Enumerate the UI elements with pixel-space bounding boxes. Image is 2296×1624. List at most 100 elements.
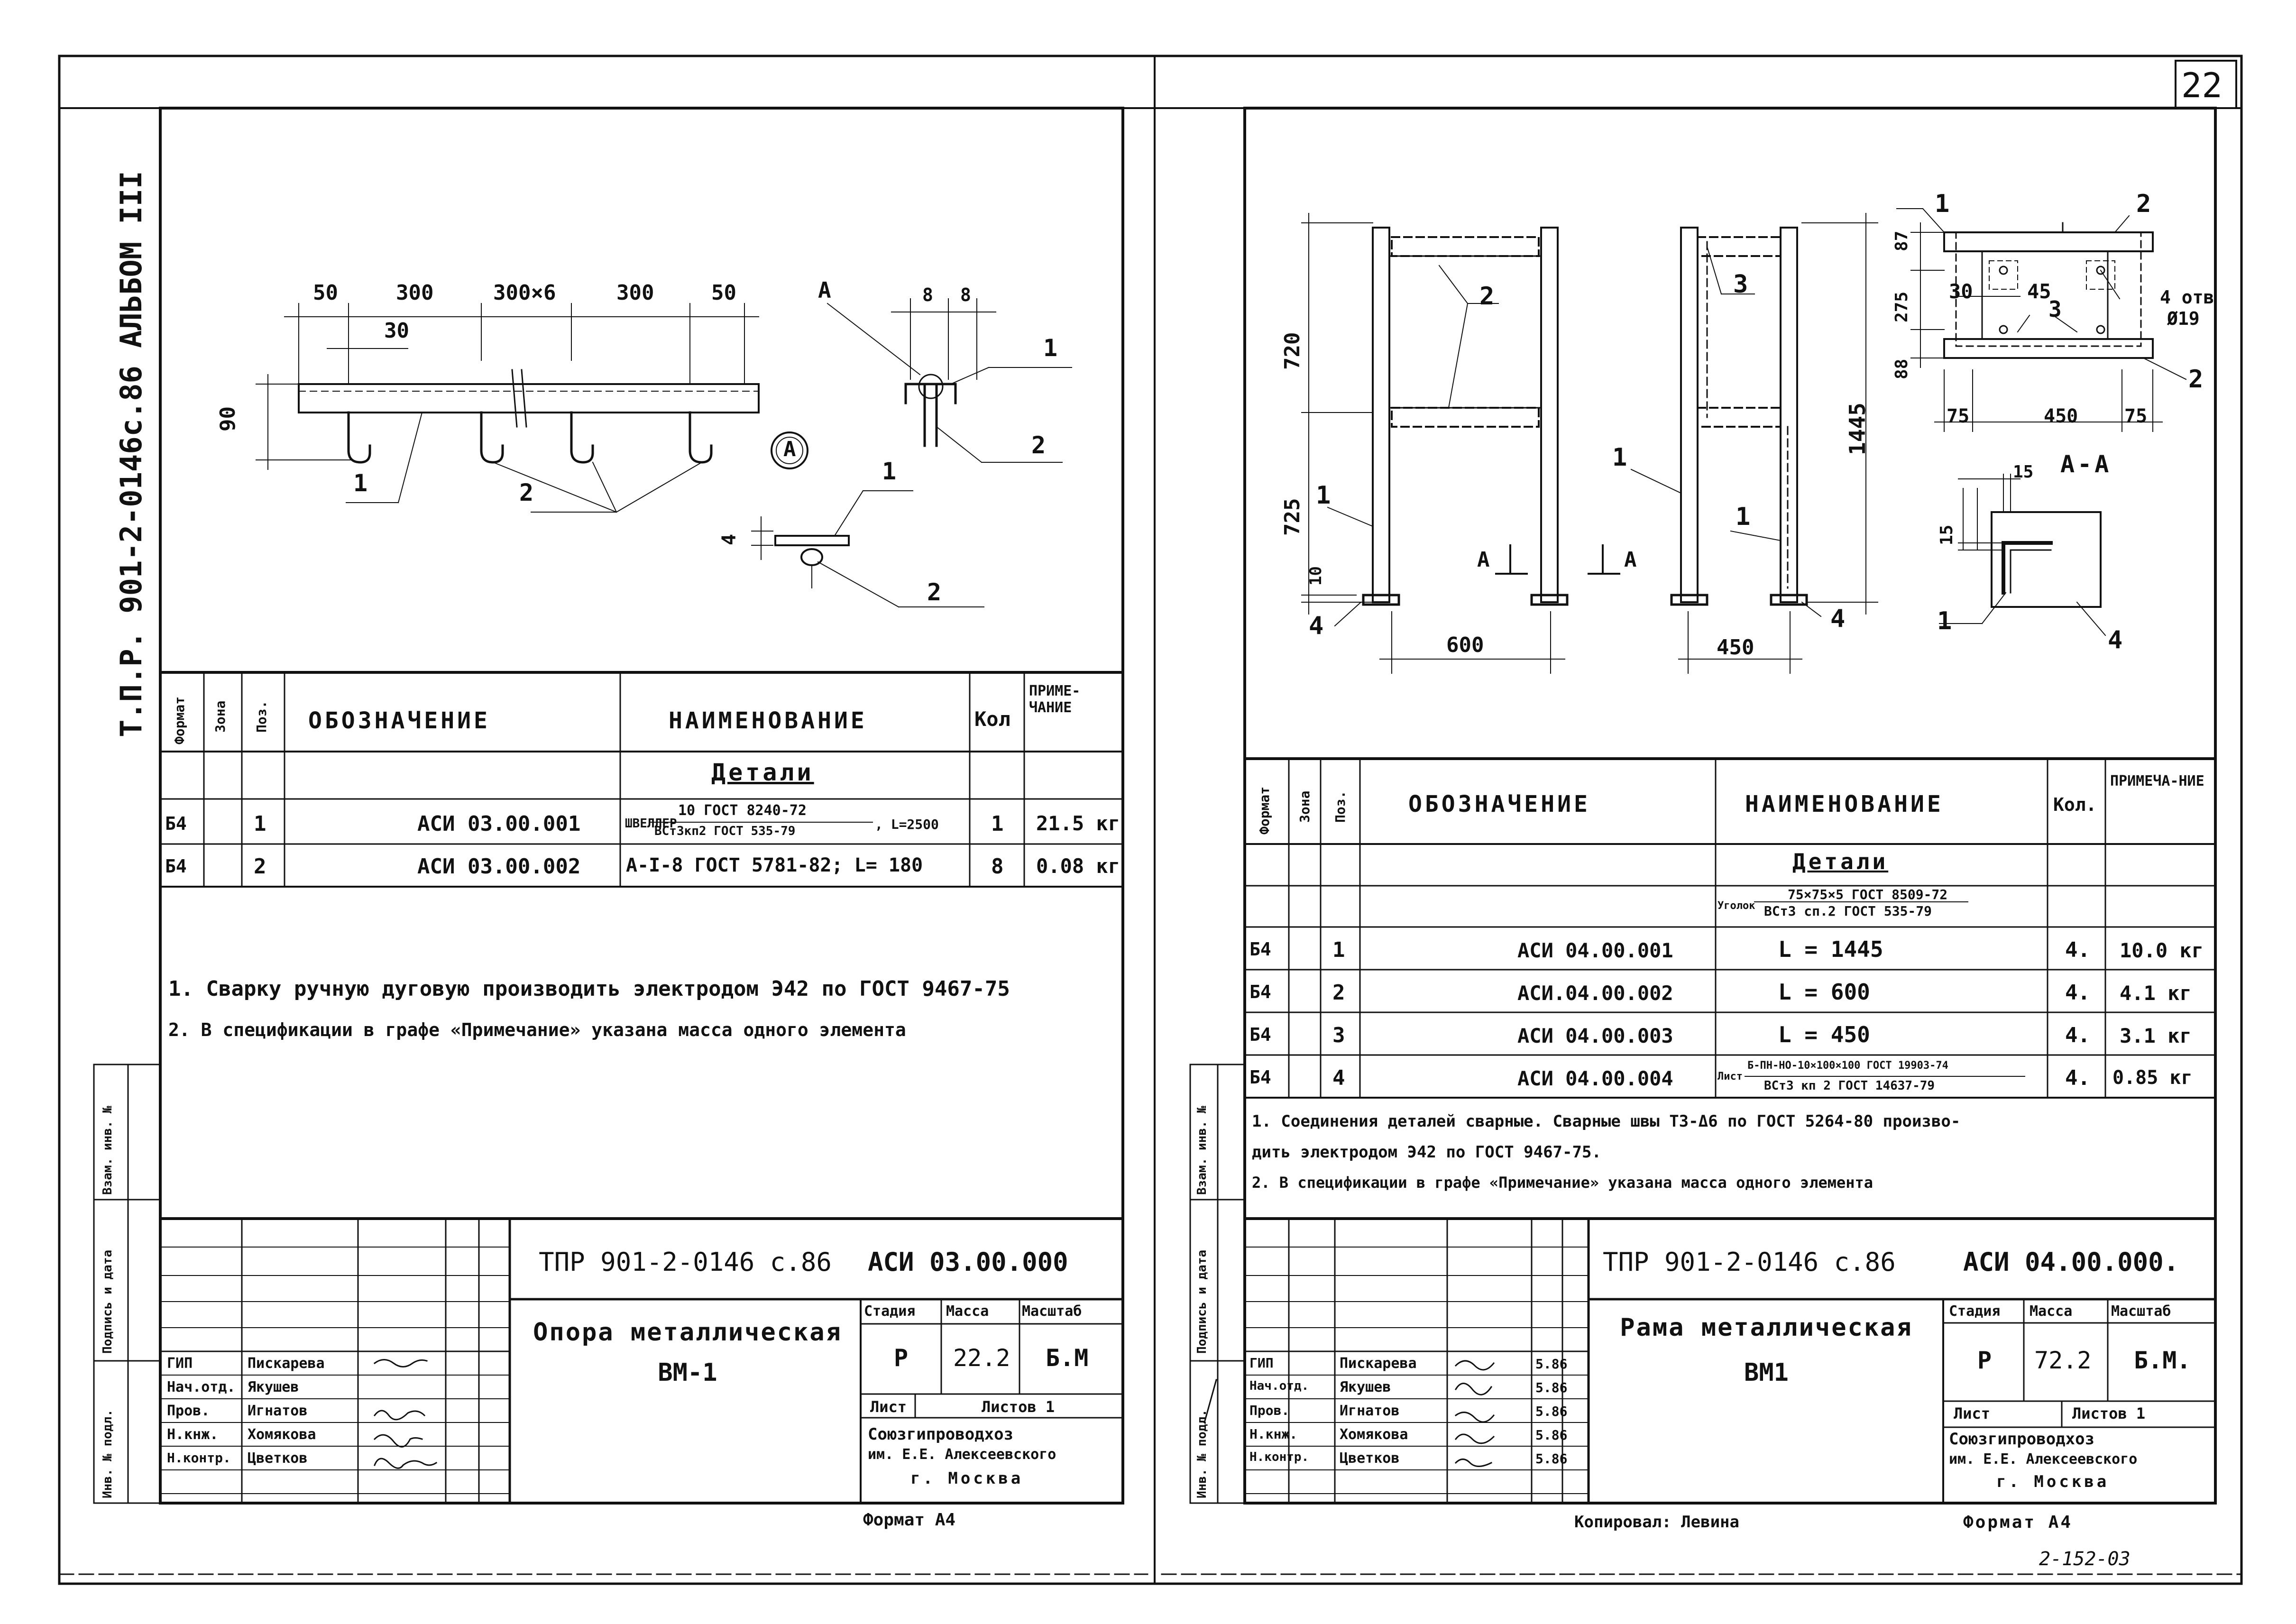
person-name: Хомякова xyxy=(1340,1426,1408,1443)
col-qty: Кол xyxy=(974,707,1010,731)
doc-number: ТПР 901-2-0146 с.86 xyxy=(1603,1247,1896,1277)
cell-name-den: ВСт3кп2 ГОСТ 535-79 xyxy=(654,824,796,838)
role: Н.кнж. xyxy=(1249,1426,1298,1442)
cell-format: Б4 xyxy=(165,856,187,877)
person-name: Игнатов xyxy=(1340,1403,1400,1419)
mass-label: Масса xyxy=(946,1303,989,1320)
dim-label: 50 xyxy=(313,281,338,305)
position-marker: 2 xyxy=(2188,365,2204,394)
cell-format: Б4 xyxy=(1249,1067,1271,1088)
cell-pos: 3 xyxy=(1332,1023,1345,1047)
dim-label: 300 xyxy=(616,281,654,305)
cell-pos: 4 xyxy=(1332,1066,1345,1090)
dim-label: 87 xyxy=(1892,230,1911,251)
dim-label: 75 xyxy=(2124,405,2148,427)
cell-name-prefix: ШВЕЛЛЕР xyxy=(625,817,677,831)
stage-label: Стадия xyxy=(1949,1303,2001,1320)
role: ГИП xyxy=(1249,1355,1274,1371)
mass-value: 22.2 xyxy=(953,1344,1010,1372)
dim-label: 15 xyxy=(1937,524,1956,545)
position-marker: 1 xyxy=(1612,443,1627,472)
note-line: 2. В спецификации в графе «Примечание» у… xyxy=(168,1019,906,1040)
format-label: Формат А4 xyxy=(863,1510,956,1530)
dim-label: 300×6 xyxy=(493,281,556,305)
dim-label: 450 xyxy=(1717,635,1754,660)
note-line: дить электродом Э42 по ГОСТ 9467-75. xyxy=(1252,1143,1601,1162)
role: Н.контр. xyxy=(167,1450,231,1466)
scale-label: Масштаб xyxy=(2111,1303,2171,1320)
sheet-title: Рама металлическая xyxy=(1620,1313,1913,1342)
side-label: Взам. инв. № xyxy=(101,1106,115,1195)
section-label: А-А xyxy=(2060,450,2112,478)
sign-date: 5.86 xyxy=(1535,1404,1568,1419)
note-line: 1. Соединения деталей сварные. Сварные ш… xyxy=(1252,1112,1961,1131)
sheet-num: Б-ПН-НО-10×100×100 ГОСТ 19903-74 xyxy=(1747,1060,1948,1072)
position-marker: 1 xyxy=(1937,607,1952,635)
scale-label: Масштаб xyxy=(1022,1303,1082,1320)
doc-code: АСИ 04.00.000. xyxy=(1963,1247,2179,1277)
dim-label: 4 xyxy=(718,533,740,545)
dim-label: 45 xyxy=(2027,280,2051,303)
doc-code: АСИ 03.00.000 xyxy=(868,1247,1068,1277)
cell-note: 0.08 кг xyxy=(1036,854,1120,878)
mass-value: 72.2 xyxy=(2034,1347,2092,1374)
cell-format: Б4 xyxy=(1249,1024,1271,1045)
cell-designation: АСИ 03.00.001 xyxy=(417,812,581,836)
position-marker: 2 xyxy=(927,578,942,606)
cell-name-suffix: , L=2500 xyxy=(875,817,939,832)
side-label: Инв. № подл. xyxy=(1195,1409,1209,1498)
cell-designation: АСИ 03.00.002 xyxy=(417,854,581,879)
dim-label: 50 xyxy=(711,281,736,305)
cell-qty: 1 xyxy=(991,812,1004,836)
dim-label: 90 xyxy=(216,406,240,431)
role: Н.кнж. xyxy=(167,1426,219,1443)
format-label: Формат А4 xyxy=(1963,1513,2073,1532)
role: ГИП xyxy=(167,1355,193,1372)
note-line: 2. В спецификации в графе «Примечание» у… xyxy=(1252,1174,1874,1192)
dim-label: 30 xyxy=(1949,280,1973,303)
col-designation: ОБОЗНАЧЕНИЕ xyxy=(1408,791,1590,817)
section-title: Детали xyxy=(1792,849,1889,874)
page-number: 22 xyxy=(2181,65,2223,105)
side-label: Взам. инв. № xyxy=(1195,1106,1209,1195)
stage-value: Р xyxy=(1977,1347,1992,1374)
role: Пров. xyxy=(167,1403,210,1419)
cell-pos: 1 xyxy=(254,812,266,836)
position-marker: 1 xyxy=(882,458,897,485)
org-name: им. Е.Е. Алексеевского xyxy=(1949,1451,2138,1468)
org-city: г. Москва xyxy=(910,1469,1024,1488)
cell-note: 3.1 кг xyxy=(2120,1024,2192,1047)
col-note: ПРИМЕЧА-НИЕ xyxy=(2110,773,2204,789)
person-name: Цветков xyxy=(1340,1450,1400,1467)
position-marker: 1 xyxy=(353,469,368,497)
scale-value: Б.М. xyxy=(2134,1347,2191,1374)
side-label: Подпись и дата xyxy=(101,1249,115,1354)
org-name: Союзгипроводхоз xyxy=(868,1425,1014,1444)
role: Н.контр. xyxy=(1249,1450,1309,1464)
dim-label: 720 xyxy=(1280,332,1304,370)
cell-qty: 8 xyxy=(991,854,1004,879)
cell-note: 4.1 кг xyxy=(2120,982,2192,1005)
cut-label: А xyxy=(1477,548,1490,572)
role: Пров. xyxy=(1249,1403,1290,1418)
cell-designation: АСИ.04.00.002 xyxy=(1517,982,1673,1005)
cell-name-num: 10 ГОСТ 8240-72 xyxy=(678,802,807,819)
cell-pos: 2 xyxy=(1332,981,1345,1005)
sign-date: 5.86 xyxy=(1535,1451,1568,1467)
sheet-label: Лист xyxy=(870,1398,907,1416)
position-marker: 3 xyxy=(1733,270,1748,299)
col-zone: Зона xyxy=(1297,790,1313,823)
position-marker: 3 xyxy=(2048,296,2062,322)
person-name: Хомякова xyxy=(248,1426,316,1443)
sheet-subtitle: ВМ1 xyxy=(1744,1358,1789,1387)
cell-qty: 4. xyxy=(2065,1023,2090,1047)
doc-number: ТПР 901-2-0146 с.86 xyxy=(539,1247,832,1277)
position-marker: 1 xyxy=(1316,481,1331,510)
org-name: Союзгипроводхоз xyxy=(1949,1430,2095,1449)
col-name: НАИМЕНОВАНИЕ xyxy=(669,707,867,734)
position-marker: 1 xyxy=(1935,190,1950,218)
col-format: Формат xyxy=(1257,786,1272,835)
org-name: им. Е.Е. Алексеевского xyxy=(868,1446,1056,1463)
sheet-den: ВСт3 кп 2 ГОСТ 14637-79 xyxy=(1764,1079,1935,1093)
person-name: Якушев xyxy=(248,1379,299,1395)
